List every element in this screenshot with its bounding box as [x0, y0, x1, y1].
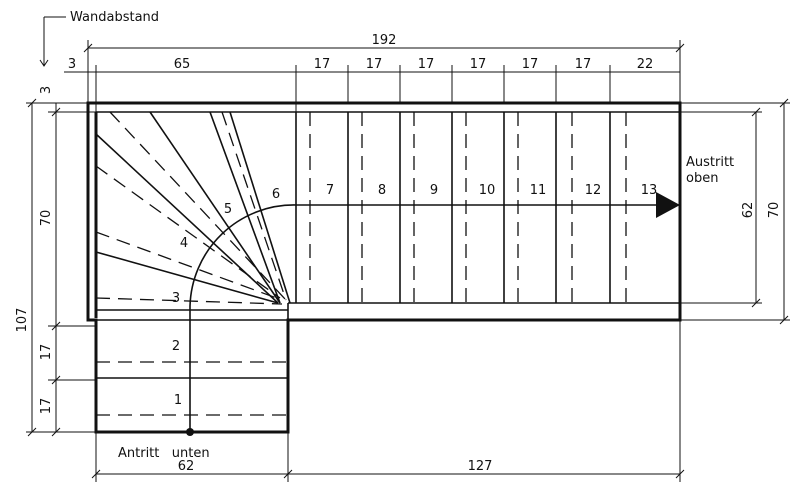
right-dimensions — [680, 98, 790, 325]
step-number-12: 12 — [585, 183, 602, 198]
winder-step-nosings — [95, 111, 287, 305]
dim-winder-width: 65 — [174, 57, 191, 72]
left-dimensions — [26, 98, 96, 437]
dim-step-top-4: 17 — [470, 57, 487, 72]
step-number-5: 5 — [224, 202, 232, 217]
step-number-8: 8 — [378, 183, 386, 198]
text-labels: Wandabstand 192 3 65 17 17 17 17 17 17 2… — [15, 10, 782, 474]
wall-distance-label: Wandabstand — [70, 10, 159, 25]
dim-left-step-1: 17 — [39, 344, 54, 361]
step-number-7: 7 — [326, 183, 334, 198]
straight-step-nosings — [309, 112, 627, 303]
dim-right-inner: 62 — [741, 202, 756, 219]
dim-left-total: 107 — [15, 308, 30, 333]
step-number-4: 4 — [180, 236, 188, 251]
step-number-11: 11 — [530, 183, 547, 198]
lower-step-lines — [96, 361, 288, 416]
dim-step-top-5: 17 — [522, 57, 539, 72]
dim-step-top-6: 17 — [575, 57, 592, 72]
dim-step-top-3: 17 — [418, 57, 435, 72]
step-number-3: 3 — [172, 291, 180, 306]
dim-total-top: 192 — [372, 33, 397, 48]
step-number-6: 6 — [272, 187, 280, 202]
wall-distance-callout — [39, 16, 66, 67]
dim-bottom-right: 127 — [468, 459, 493, 474]
dim-wall-gap-top: 3 — [68, 57, 76, 72]
step-number-9: 9 — [430, 183, 438, 198]
exit-label-line1: Austritt — [686, 155, 734, 170]
exit-arrow — [656, 192, 680, 218]
dim-step-top-1: 17 — [314, 57, 331, 72]
dim-step-top-2: 17 — [366, 57, 383, 72]
exit-label-line2: oben — [686, 171, 718, 186]
step-number-13: 13 — [641, 183, 658, 198]
dim-wall-gap-left: 3 — [39, 86, 54, 94]
dim-left-upper: 70 — [39, 210, 54, 227]
dim-bottom-left: 62 — [178, 459, 195, 474]
walking-line — [186, 192, 680, 436]
start-label: Antritt unten — [118, 446, 210, 461]
top-dimensions — [64, 40, 685, 112]
dim-right-outer: 70 — [767, 202, 782, 219]
step-number-10: 10 — [479, 183, 496, 198]
dim-left-step-2: 17 — [39, 398, 54, 415]
step-number-1: 1 — [174, 393, 182, 408]
dim-step-top-7: 22 — [637, 57, 654, 72]
bottom-dimensions — [91, 320, 685, 482]
start-dot — [186, 428, 194, 436]
straight-step-lines — [295, 112, 611, 303]
step-number-2: 2 — [172, 339, 180, 354]
